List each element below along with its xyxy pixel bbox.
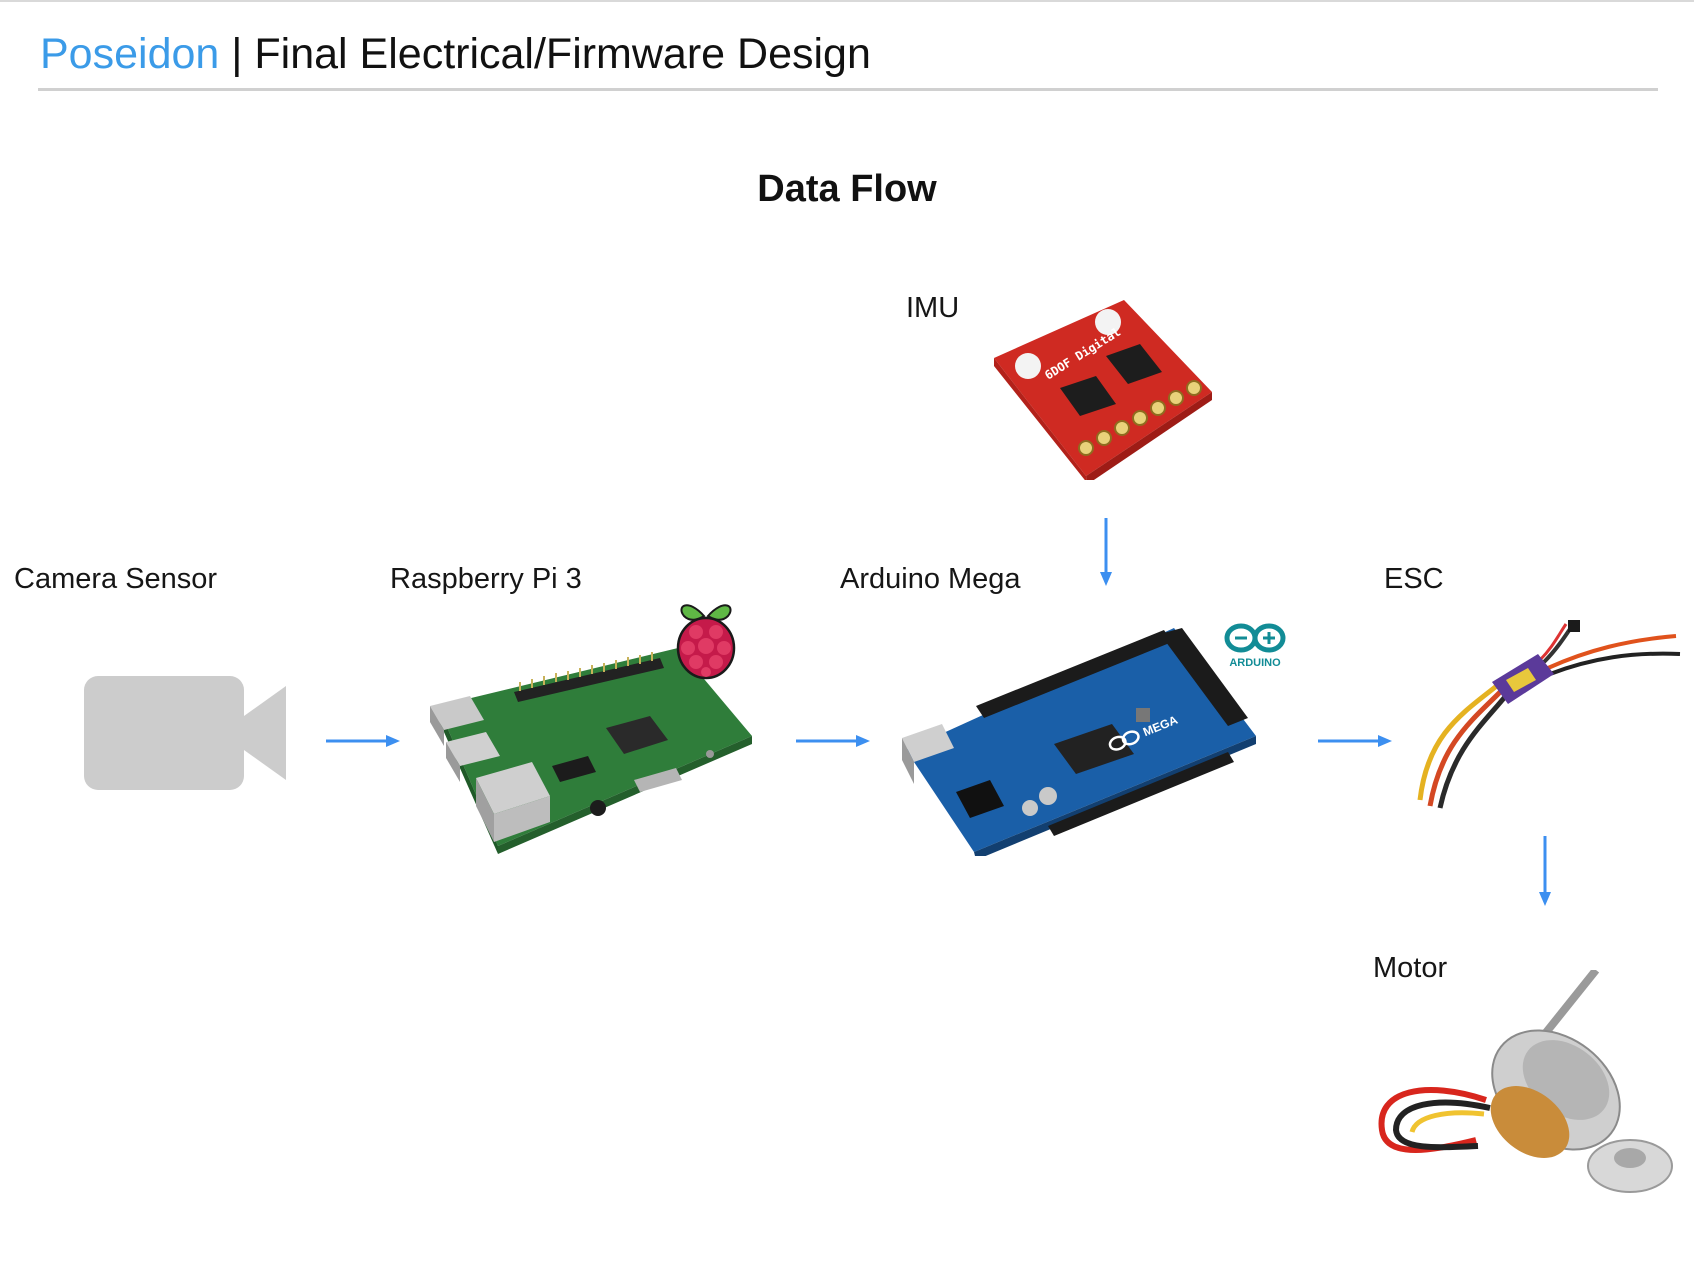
arrow-esc-to-motor	[1537, 836, 1553, 908]
slide-subtitle: Final Electrical/Firmware Design	[254, 30, 871, 78]
arrow-camera-to-pi	[326, 733, 402, 749]
esc-label: ESC	[1384, 563, 1444, 595]
motor-label: Motor	[1373, 952, 1448, 984]
diagram-title: Data Flow	[0, 168, 1694, 211]
header-separator: |	[219, 30, 255, 78]
imu-board: 6DOF Digital	[990, 296, 1216, 480]
brand-title: Poseidon	[40, 30, 220, 78]
raspberry-pi-board	[428, 596, 758, 856]
arrow-arduino-to-esc	[1318, 733, 1394, 749]
arduino-mega-label: Arduino Mega	[840, 563, 1021, 595]
esc-module	[1408, 620, 1688, 820]
slide-header: Poseidon | Final Electrical/Firmware Des…	[40, 26, 871, 82]
arrow-imu-to-arduino	[1098, 518, 1114, 588]
arduino-logo-text: ARDUINO	[1229, 657, 1281, 669]
arrow-pi-to-arduino	[796, 733, 872, 749]
brushless-motor	[1366, 970, 1686, 1210]
arduino-logo-icon: ARDUINO	[1222, 622, 1288, 670]
raspberry-pi-label: Raspberry Pi 3	[390, 563, 582, 595]
camera-sensor-label: Camera Sensor	[14, 563, 218, 595]
header-divider	[38, 88, 1658, 91]
raspberry-pi-logo-icon	[674, 596, 738, 680]
video-camera-icon	[84, 676, 288, 790]
top-divider	[0, 0, 1694, 2]
arduino-mega-board: MEGA	[898, 620, 1260, 856]
diagram-title-text: Data Flow	[757, 168, 937, 210]
imu-label: IMU	[906, 292, 960, 324]
